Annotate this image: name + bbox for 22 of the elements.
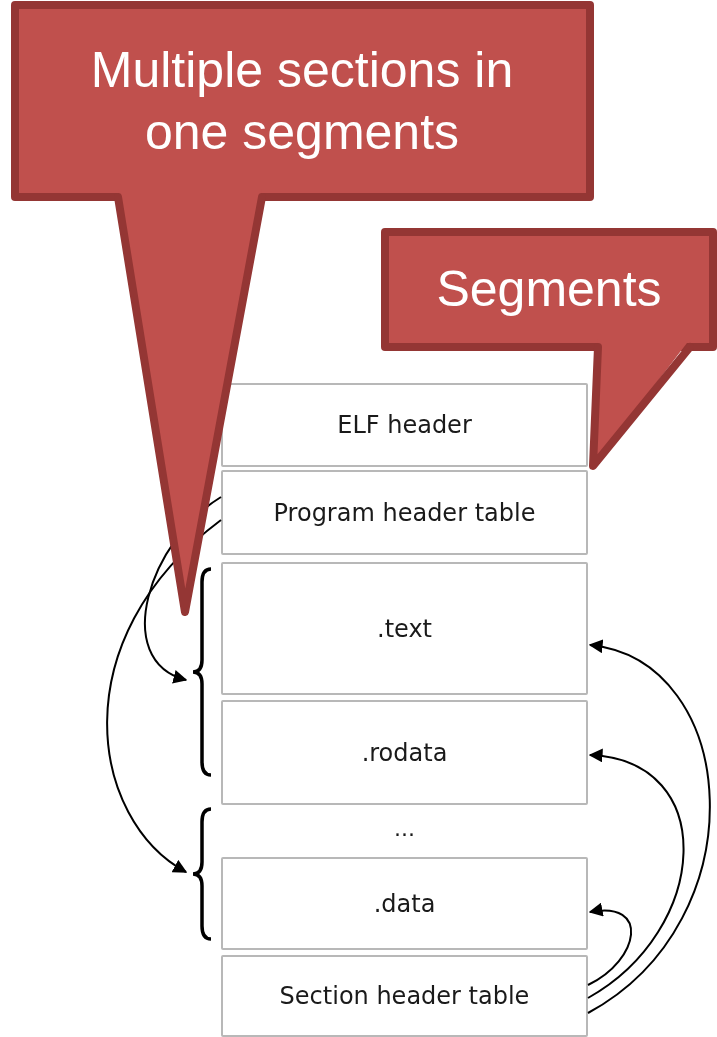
section-label: .data [373,888,436,920]
section-box [221,383,588,467]
curly-brace [190,566,214,778]
arrow [587,750,685,999]
section-label: Program header table [273,497,536,529]
callout [11,1,594,201]
section-label: ELF header [337,410,472,441]
section-label: Section header table [279,981,530,1012]
arrow [587,641,711,1014]
section-box [221,955,588,1037]
callout-text: Segments [435,260,663,320]
arrow [106,519,222,873]
section-box [221,562,588,695]
ellipsis-label: ... [393,815,416,843]
arrow [587,903,632,986]
section-box [221,857,588,950]
section-box [221,470,588,555]
curly-brace [190,806,214,942]
callout-text: Multiple sections in one segments [89,40,515,162]
section-label: .rodata [361,737,448,769]
section-box [221,700,588,805]
section-label: .text [377,613,432,645]
